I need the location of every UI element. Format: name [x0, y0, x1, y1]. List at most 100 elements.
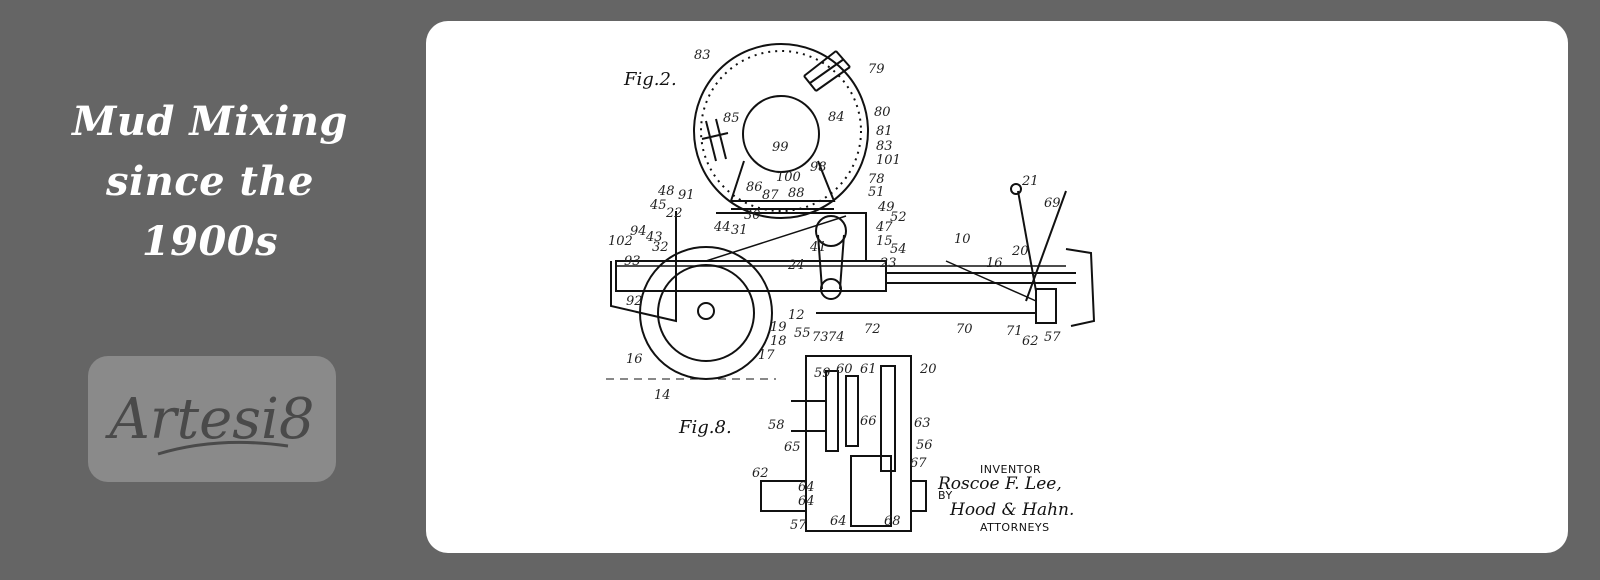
- drum-rivets: [700, 50, 862, 212]
- drum-hopper: [729, 160, 836, 202]
- fig-8-label: Fig.8.: [678, 417, 732, 438]
- headline-line-3: 1900s: [141, 218, 279, 265]
- ref-number: 69: [1044, 196, 1061, 211]
- ref-number: 66: [860, 414, 877, 429]
- ref-number: 12: [788, 308, 805, 323]
- attorneys-label: ATTORNEYS: [980, 521, 1050, 534]
- by-label: BY: [938, 489, 953, 502]
- ref-number: 88: [788, 186, 805, 201]
- ref-number: 57: [1044, 330, 1061, 345]
- wheel-rim: [657, 264, 755, 362]
- ref-number: 86: [746, 180, 763, 195]
- ref-number: 68: [884, 514, 901, 529]
- chute: [705, 215, 847, 262]
- ref-number: 30: [744, 208, 761, 223]
- frame-beam: [615, 260, 887, 292]
- ref-number: 19: [770, 320, 787, 335]
- ref-number: 64: [798, 480, 815, 495]
- ref-number: 15: [876, 234, 893, 249]
- headline: Mud Mixing since the 1900s: [40, 92, 380, 272]
- ref-number: 81: [876, 124, 893, 139]
- ref-number: 44: [713, 220, 731, 235]
- attorneys-signature: Hood & Hahn.: [949, 500, 1074, 520]
- input-shaft: [791, 400, 826, 432]
- ref-number: 47: [875, 220, 893, 235]
- ref-number: 23: [879, 256, 897, 271]
- ref-number: 87: [762, 188, 779, 203]
- ref-number: 71: [1006, 324, 1023, 339]
- ref-number: 24: [787, 258, 805, 273]
- brand-logo-text: Artesi8: [104, 387, 314, 452]
- brand-logo-graphic: Artesi8: [104, 387, 315, 456]
- ref-number: 62: [752, 466, 769, 481]
- ref-number: 70: [956, 322, 973, 337]
- ref-number: 32: [652, 240, 669, 255]
- lower-pulley: [820, 278, 842, 300]
- ref-number: 16: [986, 256, 1003, 271]
- ref-number: 49: [877, 200, 895, 215]
- ref-number: 73: [812, 330, 829, 345]
- inventor-label: INVENTOR: [980, 463, 1041, 476]
- ref-number: 54: [890, 242, 907, 257]
- ref-number: 102: [608, 234, 633, 249]
- ref-number: 64: [830, 514, 847, 529]
- gear-60: [845, 375, 859, 447]
- mixing-drum: [693, 43, 869, 219]
- ref-number: 14: [654, 388, 671, 403]
- ref-number: 84: [828, 110, 845, 125]
- rear-wheel: [639, 246, 773, 380]
- ref-number: 101: [876, 153, 901, 168]
- ref-number: 52: [890, 210, 907, 225]
- engine-stub: [1065, 248, 1096, 327]
- lever-knob: [1010, 183, 1022, 195]
- ref-number: 48: [657, 184, 675, 199]
- ref-number: 91: [678, 188, 695, 203]
- patent-drawing-card: Fig.2. Fig.8. 83 79 80 84 81 83 101 85 9…: [426, 21, 1568, 553]
- ref-number: 58: [768, 418, 785, 433]
- upper-pulley: [815, 215, 847, 247]
- ref-number: 61: [860, 362, 877, 377]
- ref-number: 80: [874, 105, 891, 120]
- gear-cluster: [850, 455, 892, 527]
- hand-lever: [1017, 190, 1037, 292]
- ref-number: 21: [1021, 174, 1039, 189]
- headline-line-2: since the: [105, 158, 315, 205]
- ref-number: 45: [649, 198, 667, 213]
- reference-numbers: 83 79 80 84 81 83 101 85 99 98 100 78 51…: [608, 48, 1061, 533]
- gear-59: [825, 370, 839, 452]
- ref-number: 59: [814, 366, 831, 381]
- gear-61: [880, 365, 896, 472]
- ref-number: 85: [723, 111, 740, 126]
- ref-number: 67: [910, 456, 927, 471]
- ref-number: 63: [914, 416, 931, 431]
- ref-number: 100: [776, 170, 801, 185]
- ref-number: 83: [876, 139, 893, 154]
- ref-number: 64: [798, 494, 815, 509]
- ref-number: 62: [1022, 334, 1039, 349]
- ref-number: 17: [758, 348, 775, 363]
- ref-number: 18: [770, 334, 787, 349]
- ref-number: 74: [828, 330, 845, 345]
- linkage-arm: [945, 260, 1037, 302]
- ref-number: 98: [810, 160, 827, 175]
- drum-hub: [742, 95, 820, 173]
- gearbox-housing: [805, 355, 912, 532]
- brand-logo: Artesi8: [88, 356, 336, 482]
- patent-drawing: Fig.2. Fig.8. 83 79 80 84 81 83 101 85 9…: [606, 43, 1096, 534]
- ref-number: 92: [626, 294, 643, 309]
- ref-number: 55: [794, 326, 811, 341]
- inventor-name: Roscoe F. Lee,: [937, 474, 1062, 494]
- headline-line-1: Mud Mixing: [72, 98, 348, 145]
- rear-body: [610, 261, 677, 323]
- output-shaft: [760, 480, 807, 512]
- logo-swash: [157, 440, 289, 456]
- paddle-right: [803, 50, 851, 92]
- shaft-end: [911, 480, 927, 512]
- ref-number: 65: [784, 440, 801, 455]
- ref-number: 83: [694, 48, 711, 63]
- control-lever: [1025, 190, 1067, 302]
- ref-number: 22: [665, 206, 683, 221]
- ref-number: 72: [864, 322, 881, 337]
- ref-number: 31: [731, 223, 748, 238]
- paddle-left: [701, 118, 729, 162]
